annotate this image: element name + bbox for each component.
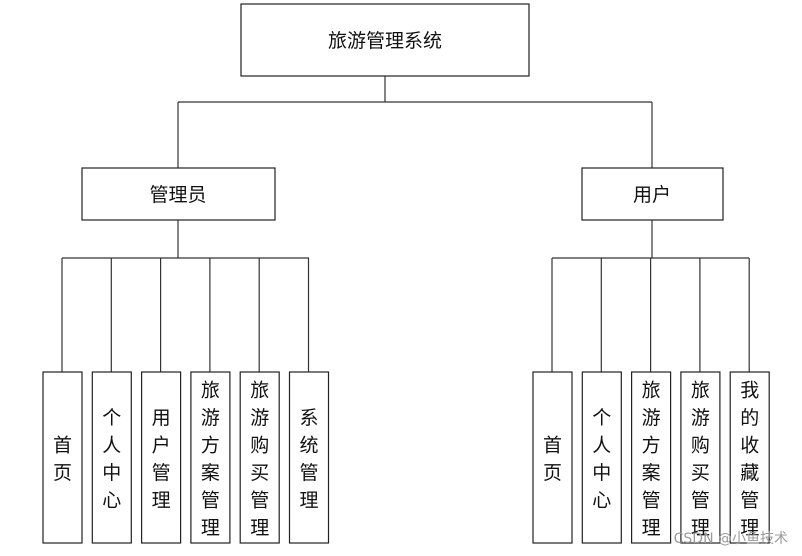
leaf-box bbox=[190, 371, 231, 544]
leaf-label: 旅游方案管理 bbox=[201, 379, 220, 539]
branch-label-user: 用户 bbox=[633, 184, 671, 206]
leaf-node-user-3: 旅游购买管理 bbox=[680, 371, 721, 544]
leaf-node-admin-4: 旅游购买管理 bbox=[239, 371, 280, 544]
leaf-label: 旅游购买管理 bbox=[691, 379, 710, 539]
leaf-label: 首页 bbox=[53, 434, 72, 484]
leaf-label: 个人中心 bbox=[592, 407, 611, 512]
leaf-label: 旅游方案管理 bbox=[642, 379, 661, 539]
root-node: 旅游管理系统 bbox=[240, 3, 530, 77]
leaf-box bbox=[729, 371, 770, 544]
leaf-nodes: 首页 个人中心 用户管理 旅游方案管理 旅游购买管理 系统管理 首页 个人中心 旅游方案管理 旅游… bbox=[42, 371, 770, 544]
leaf-box bbox=[288, 371, 330, 544]
leaf-node-admin-0: 首页 bbox=[42, 371, 83, 544]
leaf-box bbox=[141, 371, 182, 544]
leaf-label: 我的收藏管理 bbox=[740, 379, 759, 539]
watermark: CSDN @小鱼技术 bbox=[673, 531, 788, 547]
leaf-label: 用户管理 bbox=[152, 407, 171, 512]
leaf-node-user-4: 我的收藏管理 bbox=[729, 371, 770, 544]
branch-node-admin: 管理员 bbox=[81, 167, 276, 221]
leaf-label: 个人中心 bbox=[102, 407, 121, 512]
branch-node-user: 用户 bbox=[581, 167, 724, 221]
leaf-box bbox=[42, 371, 83, 544]
leaf-label: 旅游购买管理 bbox=[250, 379, 269, 539]
leaf-node-user-2: 旅游方案管理 bbox=[630, 371, 672, 544]
leaf-box bbox=[532, 371, 573, 544]
leaf-label: 首页 bbox=[543, 434, 562, 484]
root-label: 旅游管理系统 bbox=[328, 30, 442, 52]
leaf-node-user-0: 首页 bbox=[532, 371, 573, 544]
leaf-node-admin-3: 旅游方案管理 bbox=[190, 371, 231, 544]
leaf-box bbox=[680, 371, 721, 544]
connector-lines bbox=[61, 76, 750, 372]
leaf-node-admin-1: 个人中心 bbox=[91, 371, 132, 544]
leaf-box bbox=[581, 371, 622, 544]
leaf-box bbox=[630, 371, 672, 544]
branch-label-admin: 管理员 bbox=[149, 184, 206, 206]
leaf-node-admin-5: 系统管理 bbox=[288, 371, 330, 544]
leaf-node-admin-2: 用户管理 bbox=[141, 371, 182, 544]
leaf-node-user-1: 个人中心 bbox=[581, 371, 622, 544]
leaf-box bbox=[239, 371, 280, 544]
leaf-label: 系统管理 bbox=[299, 407, 318, 512]
leaf-box bbox=[91, 371, 132, 544]
